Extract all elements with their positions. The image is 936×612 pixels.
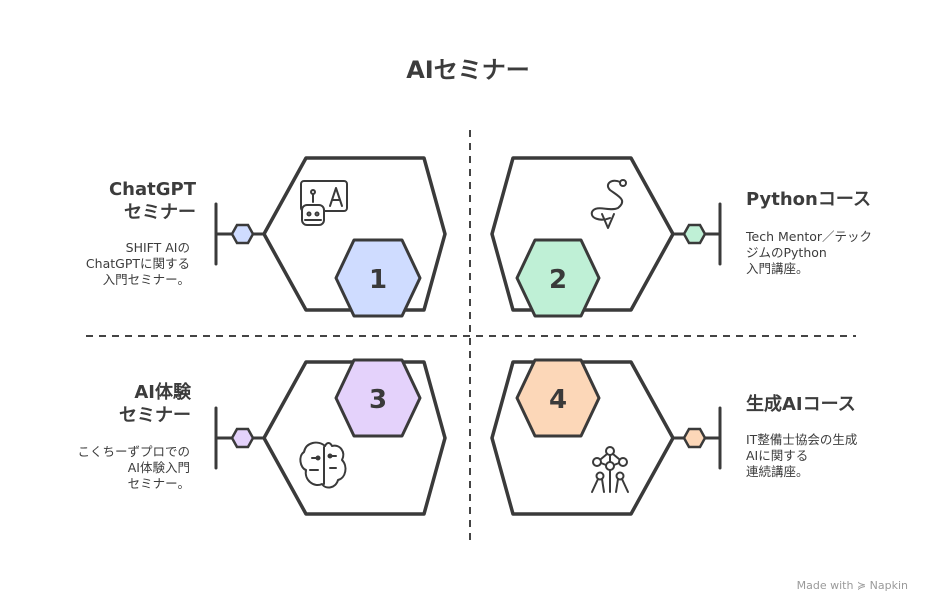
seminar-desc-2-line1: Tech Mentor／テック [746, 229, 873, 244]
seminar-desc-4-line3: 連続講座。 [746, 464, 809, 479]
seminar-hexagon-1: 1 [262, 156, 447, 318]
connector-node-3 [230, 427, 255, 449]
accent-hexagon-3 [334, 358, 422, 438]
seminar-label-3-line1: AI体験 [134, 382, 191, 403]
seminar-label-1-line1: ChatGPT [108, 179, 196, 200]
seminar-desc-1-line2: ChatGPTに関する [85, 256, 190, 271]
seminar-label-1: ChatGPT セミナー [109, 178, 196, 224]
seminar-number-1: 1 [369, 265, 387, 295]
seminar-desc-4: IT整備士協会の生成 AIに関する 連続講座。 [746, 432, 857, 480]
seminar-label-4: 生成AIコース [746, 393, 856, 416]
seminar-desc-2-line3: 入門講座。 [746, 261, 809, 276]
seminar-desc-3: こくちーずプロでの AI体験入門 セミナー。 [77, 444, 190, 492]
seminar-label-3-line2: セミナー [119, 405, 191, 426]
connector-node-1 [230, 223, 255, 245]
connector-node-4 [682, 427, 707, 449]
ai-robot-icon [300, 180, 348, 226]
seminar-desc-2: Tech Mentor／テック ジムのPython 入門講座。 [746, 229, 872, 277]
accent-hexagon-2 [515, 238, 601, 318]
seminar-desc-1: SHIFT AIの ChatGPTに関する 入門セミナー。 [86, 240, 190, 288]
snake-icon [590, 179, 627, 229]
seminar-label-2-line1: Pythonコース [746, 189, 871, 210]
seminar-desc-3-line2: AI体験入門 [127, 460, 190, 475]
seminar-desc-1-line3: 入門セミナー。 [102, 272, 190, 287]
seminar-desc-3-line3: セミナー。 [127, 476, 190, 491]
seminar-desc-3-line1: こくちーずプロでの [77, 444, 190, 459]
seminar-label-1-line2: セミナー [124, 202, 196, 223]
connector-node-2 [682, 223, 707, 245]
seminar-desc-1-line1: SHIFT AIの [125, 240, 190, 255]
connector-3 [214, 406, 264, 470]
accent-hexagon-1 [334, 238, 422, 318]
seminar-label-2: Pythonコース [746, 188, 871, 211]
connector-2 [673, 202, 722, 266]
seminar-label-3: AI体験 セミナー [119, 381, 191, 427]
page-title: AIセミナー [406, 56, 530, 84]
seminar-hexagon-2: 2 [490, 156, 675, 318]
atomium-icon [591, 446, 629, 493]
seminar-desc-4-line1: IT整備士協会の生成 [746, 432, 858, 447]
seminar-desc-2-line2: ジムのPython [746, 245, 827, 260]
footer-credit[interactable]: Made with ≽ Napkin [796, 579, 908, 592]
seminar-number-2: 2 [549, 265, 567, 295]
seminar-hexagon-3: 3 [262, 358, 447, 516]
brain-icon [299, 441, 347, 489]
accent-hexagon-4 [515, 358, 601, 438]
seminar-label-4-line1: 生成AIコース [746, 394, 856, 415]
connector-1 [214, 202, 264, 266]
seminar-desc-4-line2: AIに関する [746, 448, 809, 463]
seminar-number-3: 3 [369, 385, 387, 415]
seminar-number-4: 4 [549, 385, 567, 415]
seminar-hexagon-4: 4 [490, 358, 675, 516]
connector-4 [673, 406, 722, 470]
